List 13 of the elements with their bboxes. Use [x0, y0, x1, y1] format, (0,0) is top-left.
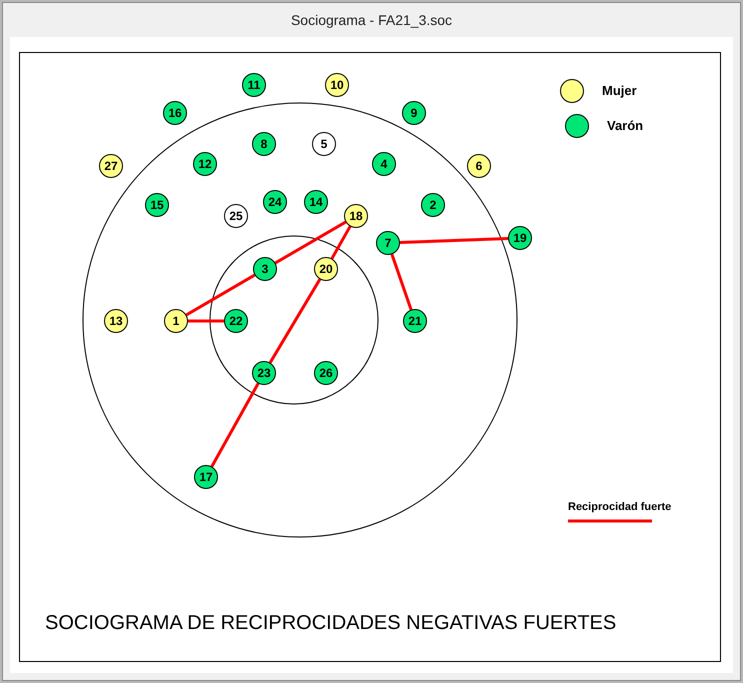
- legend-label: Mujer: [602, 83, 637, 98]
- reciprocity-line: [188, 320, 224, 322]
- reciprocity-line: [330, 226, 352, 260]
- window-title: Sociograma - FA21_3.soc: [290, 12, 454, 28]
- reciprocity-line: [390, 254, 412, 310]
- diagram-title: SOCIOGRAMA DE RECIPROCIDADES NEGATIVAS FUERTES: [45, 612, 616, 635]
- reciprocity-line: [400, 236, 508, 244]
- legend-label: Reciprocidad fuerte: [568, 501, 672, 513]
- reciprocity-line: [210, 382, 260, 468]
- reciprocity-line: [268, 278, 322, 364]
- reciprocity-line: [186, 274, 256, 316]
- reciprocity-line: [274, 220, 346, 264]
- legend-label: Varón: [607, 118, 644, 133]
